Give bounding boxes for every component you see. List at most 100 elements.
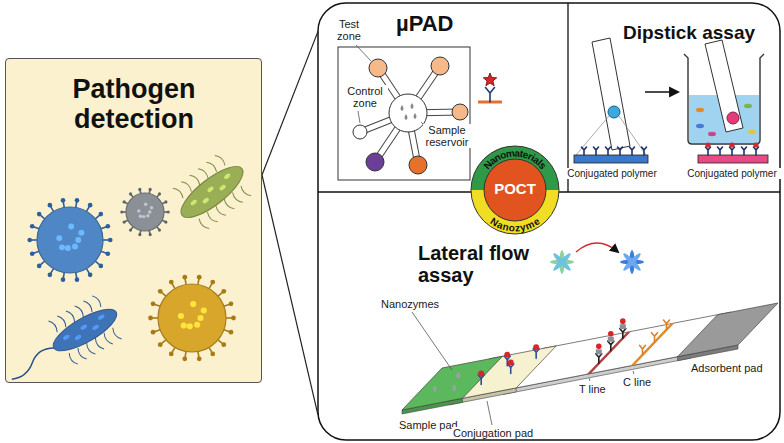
polymer-bar bbox=[574, 155, 648, 163]
virus-spike-tip bbox=[129, 192, 132, 195]
antibody-symbol bbox=[706, 147, 711, 155]
grey-virus bbox=[120, 188, 170, 236]
virus-spike-tip bbox=[149, 188, 152, 191]
virus-spike-tip bbox=[108, 238, 113, 243]
lateral-flow-illustration bbox=[402, 243, 778, 425]
section-heading: Dipstick assay bbox=[623, 23, 773, 44]
virus-spike-tip bbox=[106, 224, 111, 229]
part-label: Test zone bbox=[330, 18, 368, 42]
virus-spike-tip bbox=[61, 277, 66, 282]
virus-texture bbox=[148, 210, 151, 213]
process-arrow bbox=[645, 91, 678, 93]
detection-zone bbox=[369, 59, 387, 77]
virus-spike-tip bbox=[123, 200, 126, 203]
virus-spike-tip bbox=[231, 316, 236, 321]
virus-spike-tip bbox=[164, 200, 167, 203]
sample-drop bbox=[452, 385, 456, 392]
virus-spike-tip bbox=[61, 198, 66, 203]
part-label: Control zone bbox=[342, 85, 388, 109]
antibody-symbol bbox=[618, 147, 623, 155]
sample-drop bbox=[401, 105, 404, 111]
dipstick-illustration bbox=[574, 38, 768, 163]
zoom-line bbox=[619, 116, 646, 155]
c-line-band bbox=[630, 323, 674, 366]
virus-spike-tip bbox=[99, 212, 104, 217]
upad-illustration bbox=[338, 45, 502, 180]
captured-pathogen bbox=[729, 142, 734, 147]
virus-texture bbox=[137, 209, 140, 212]
bacillus-texture bbox=[62, 334, 70, 341]
bacillus-texture bbox=[219, 184, 227, 191]
section-heading: µPAD bbox=[396, 12, 486, 36]
virus-spike-tip bbox=[221, 289, 226, 294]
antibody-symbol bbox=[651, 333, 657, 343]
antibody-symbol bbox=[754, 147, 759, 155]
sample-reservoir bbox=[389, 94, 427, 132]
antibody-symbol bbox=[486, 88, 495, 102]
virus-body bbox=[126, 193, 164, 231]
virus-spike-tip bbox=[197, 275, 202, 280]
antibody-symbol bbox=[718, 147, 723, 155]
nanozyme-dot bbox=[620, 318, 626, 324]
antibody-symbol bbox=[620, 329, 626, 339]
upad-chip bbox=[338, 47, 470, 180]
assay-section: Dipstick assay bbox=[568, 3, 780, 192]
section-heading: Lateral flow assay bbox=[418, 242, 548, 286]
pathogen-box-fill bbox=[5, 58, 262, 383]
virus-spike-tip bbox=[30, 251, 35, 256]
bacillus-texture bbox=[206, 186, 214, 193]
captured-pathogen bbox=[620, 324, 626, 329]
detection-zone bbox=[452, 104, 468, 120]
virus-spike-tip bbox=[182, 275, 187, 280]
virus-spike-tip bbox=[210, 280, 215, 285]
pathogen-particle bbox=[748, 130, 756, 134]
antibody-symbol bbox=[596, 354, 602, 364]
virus-texture bbox=[190, 301, 196, 307]
virus-spike-tip bbox=[48, 273, 53, 278]
bacillus-texture bbox=[202, 197, 210, 204]
virus-spike-tip bbox=[149, 233, 152, 236]
virus-texture bbox=[139, 215, 142, 218]
virus-spike-tip bbox=[221, 342, 226, 347]
virus-spike-tip bbox=[148, 316, 153, 321]
conjugated-polymer-spot bbox=[727, 112, 739, 124]
captured-pathogen bbox=[705, 142, 710, 147]
virus-spike-tip bbox=[37, 264, 42, 269]
virus-texture bbox=[178, 313, 184, 319]
virus-spike-tip bbox=[158, 342, 163, 347]
antibody-symbol bbox=[642, 147, 647, 155]
dipstick-strip bbox=[592, 38, 630, 150]
pathogen-particle bbox=[696, 124, 704, 128]
virus-spike-tip bbox=[30, 224, 35, 229]
captured-pathogen bbox=[608, 337, 614, 342]
virus-texture bbox=[187, 323, 193, 329]
virus-spike-tip bbox=[229, 301, 234, 306]
virus-spike-tip bbox=[138, 188, 141, 191]
bacillus-texture bbox=[80, 324, 88, 331]
bacillus-texture bbox=[92, 324, 100, 331]
virus-texture bbox=[142, 215, 145, 218]
pathogen-particle bbox=[744, 104, 752, 108]
conjugated-polymer-spot bbox=[608, 106, 620, 118]
virus-spike-tip bbox=[27, 238, 32, 243]
part-label: Sample reservoir bbox=[423, 124, 471, 148]
bacillus-texture bbox=[190, 199, 198, 206]
nanozyme-icon bbox=[620, 250, 644, 274]
leader-line bbox=[487, 401, 492, 425]
zoom-connector bbox=[262, 175, 318, 415]
bacillus-texture bbox=[74, 334, 82, 341]
virus-spike-tip bbox=[210, 352, 215, 357]
virus-spike-tip bbox=[158, 229, 161, 232]
pathogen-illustration bbox=[0, 147, 259, 396]
virus-texture bbox=[56, 235, 62, 241]
sample-drop bbox=[411, 103, 414, 109]
virus-spike-tip bbox=[138, 233, 141, 236]
antibody-symbol bbox=[594, 147, 599, 155]
zoom-line bbox=[576, 116, 609, 155]
virus-texture bbox=[72, 244, 78, 250]
blue-virus bbox=[27, 198, 112, 282]
nanozyme-dot bbox=[596, 344, 602, 350]
nanozyme-petal bbox=[622, 252, 643, 273]
